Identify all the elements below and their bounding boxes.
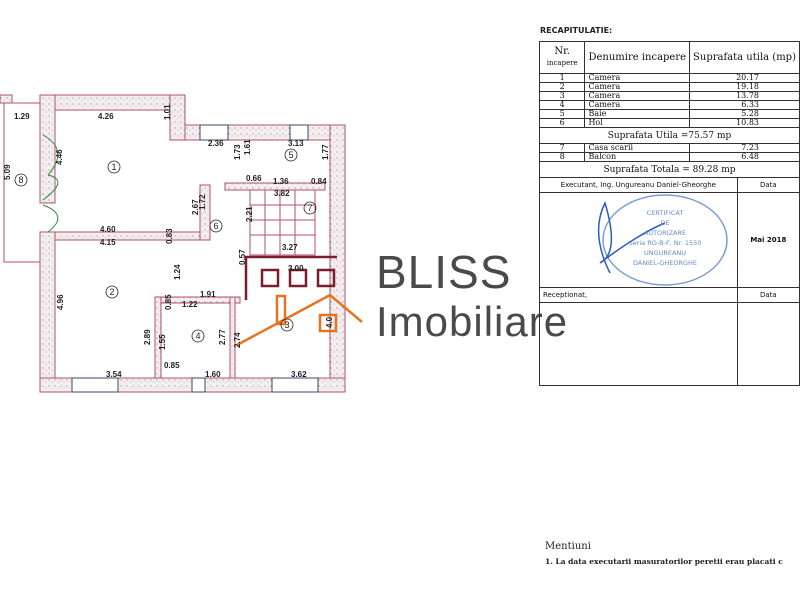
data-label: Data [736,177,800,193]
room-area: 10.83 [689,118,800,128]
dimension-label: 4.15 [100,238,116,247]
dimension-label: 4.26 [98,112,114,121]
fireplace-box [244,255,337,300]
dimension-label: 3.27 [282,243,298,252]
dimension-label: 3.82 [274,189,290,198]
dimension-label: 2.67 [191,199,200,215]
dimension-label: 1.61 [243,139,252,155]
recap-title: RECAPITULATIE: [540,26,613,35]
dimension-label: 1.24 [173,264,182,280]
dimension-label: 0.84 [311,177,327,186]
dimension-label: 0.85 [164,361,180,370]
room-number-3: 3 [280,318,294,332]
dimension-label: 1.60 [205,370,221,379]
room-number-6: 6 [209,219,223,233]
floor-plan: 1.29 4.26 1.01 5.09 4.46 4.60 4.15 1.722.67 0.83… [0,94,363,393]
room-name: Hol [584,118,691,128]
dimension-label: 1.72 [198,194,207,210]
dimension-label: 4.46 [55,149,64,165]
executant: Executant, Ing. Ungureanu Daniel-Gheorgh… [539,177,738,193]
room-name: Balcon [584,152,691,162]
dimension-label: 5.09 [3,164,12,180]
svg-text:4: 4 [195,331,200,341]
dimension-label: 2.36 [208,139,224,148]
dimension-label: 3.13 [288,139,304,148]
stamp-signature: CERTIFICAT DE AUTORIZARE Seria RO-B-F, Nr. … [597,194,728,286]
dimension-label: 1.36 [273,177,289,186]
svg-text:7: 7 [307,203,312,213]
dimension-label: 2.21 [245,206,254,222]
dimension-label: 1.91 [200,290,216,299]
stamp-text-line: AUTORIZARE [644,229,686,237]
mentiuni-item-1: 1. La data executarii masuratorilor pere… [545,557,783,566]
room-number-8: 8 [14,173,28,187]
logo-bliss: BLISS [376,246,512,298]
room-nr: 8 [538,152,586,162]
receptionat: Receptionat, [539,287,738,303]
stamp-text-line: CERTIFICAT [647,209,684,217]
room-number-4: 4 [191,329,205,343]
dimension-label: 1.01 [163,104,172,120]
mentiuni-title: Mentiuni [545,541,591,552]
room-nr: 6 [538,118,586,128]
stamp-text-line: DANIEL-GHEORGHE [633,259,697,267]
dimension-label: 1.77 [321,144,330,160]
logo-imobiliare: Imobiliare [376,298,569,345]
dimension-label: 1.22 [182,300,198,309]
stamp-text-line: Seria RO-B-F, Nr. 1550 [629,239,702,247]
dimension-label: 2.74 [233,332,242,348]
svg-text:8: 8 [18,175,23,185]
balcony-door [42,134,59,233]
room-number-5: 5 [284,148,298,162]
stamp-text-line: DE [660,219,669,227]
dimension-label: 1.29 [14,112,30,121]
suprafata-utila: Suprafata Utila =75.57 mp [539,127,800,144]
room-number-7: 7 [303,201,317,215]
receptionat-blank [539,302,738,386]
dimension-label: 0.66 [246,174,262,183]
dimension-label: 2.77 [218,329,227,345]
dimension-label: 0.57 [238,249,247,265]
dimension-label: 2.89 [143,329,152,345]
dimension-label: 3.62 [291,370,307,379]
suprafata-totala: Suprafata Totala = 89.28 mp [539,161,800,178]
room-area: 6.48 [689,152,800,162]
dimension-label: 3.00 [288,264,304,273]
dimension-label: 4.96 [56,294,65,310]
header-nr: Nr.incapere [538,41,586,74]
stamp-text-line: UNGUREANU [644,249,686,257]
dimension-label: 4.0 [325,316,334,328]
header-name: Denumire incapere [584,41,691,74]
svg-text:5: 5 [288,150,293,160]
balcony-outline [3,102,40,263]
dimension-label: 1.55 [158,334,167,350]
stairs [249,189,316,256]
dimension-label: 4.60 [100,225,116,234]
dimension-label: 1.73 [233,144,242,160]
dimension-label: 3.54 [106,370,122,379]
room-number-1: 1 [107,160,121,174]
room-number-2: 2 [105,285,119,299]
header-area: Suprafata utila (mp) [689,41,800,74]
dimension-label: 0.85 [164,294,173,310]
dimension-label: 0.83 [165,228,174,244]
windows [71,124,319,393]
svg-text:1: 1 [111,162,116,172]
svg-text:3: 3 [284,320,289,330]
svg-text:6: 6 [213,221,218,231]
date: Mai 2018 [736,192,800,288]
date-blank [736,302,800,386]
stamp-cell: CERTIFICAT DE AUTORIZARE Seria RO-B-F, Nr. … [539,192,738,288]
data-label-2: Data [736,287,800,303]
svg-text:2: 2 [109,287,114,297]
